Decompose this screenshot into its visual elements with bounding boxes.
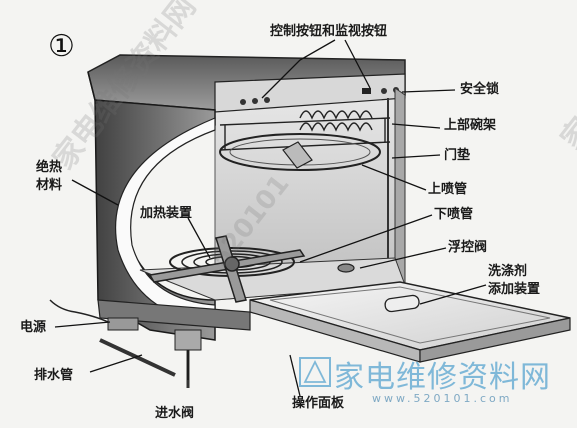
label-detergent-line1: 洗涤剂 (488, 264, 528, 279)
brand-watermark-text: 家电维修资料网 (334, 360, 551, 395)
float-valve-icon (337, 263, 355, 273)
control-button-icon (252, 98, 258, 104)
label-insulation-line1: 绝热 (36, 160, 63, 175)
label-float-valve: 浮控阀 (448, 240, 488, 255)
label-inlet-valve: 进水阀 (155, 406, 195, 421)
label-upper-rack: 上部碗架 (444, 118, 497, 133)
indicator-icon (362, 88, 371, 94)
label-control-panel: 操作面板 (292, 396, 345, 411)
power-cord-line (49, 299, 109, 323)
power-connector-icon (107, 317, 139, 331)
label-detergent-line2: 添加装置 (488, 282, 541, 297)
leader-lines (54, 39, 487, 397)
label-upper-spray-arm: 上喷管 (428, 182, 468, 197)
upper-spray-arm (219, 133, 381, 171)
door-front-edge (419, 317, 571, 363)
label-control-buttons: 控制按钮和监视按钮 (270, 24, 388, 39)
door-inner-panel (269, 286, 551, 344)
label-lower-spray-arm: 下喷管 (434, 207, 474, 222)
cabinet-base (97, 299, 251, 331)
label-heating-device: 加热装置 (140, 206, 193, 221)
brand-watermark-url: www.520101.com (372, 392, 513, 405)
detergent-dispenser-icon (384, 294, 420, 313)
monitor-button-icon (381, 88, 387, 94)
upper-spray-hub (282, 141, 313, 169)
inlet-valve-body-icon (174, 329, 202, 351)
brand-logo-icon (303, 359, 327, 383)
lower-spray-arm (148, 235, 306, 303)
label-insulation-line2: 材料 (36, 178, 63, 193)
label-power-supply: 电源 (20, 320, 47, 335)
figure-number: ① (48, 29, 75, 64)
label-safety-lock: 安全锁 (460, 82, 500, 97)
control-button-icon (240, 99, 246, 105)
label-door-gasket: 门垫 (444, 148, 471, 163)
brand-logo-icon (299, 357, 331, 387)
control-button-icon (264, 97, 270, 103)
label-drain-pipe: 排水管 (34, 368, 74, 383)
drain-pipe-line (99, 338, 176, 377)
upper-rack (219, 110, 391, 151)
